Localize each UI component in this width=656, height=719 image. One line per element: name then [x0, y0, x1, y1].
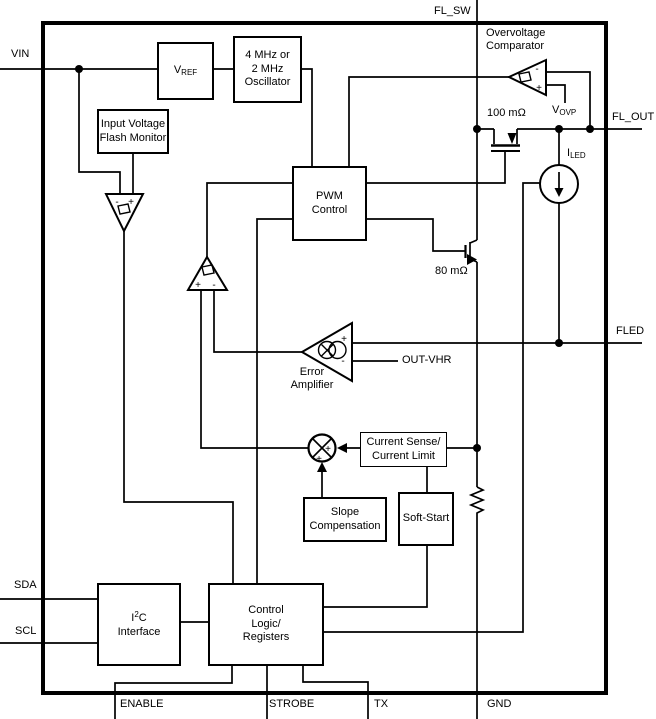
- junction-ov-sense: [586, 125, 594, 133]
- slope-compensation-block: Slope Compensation: [303, 497, 387, 542]
- error-amp-gm-cross: [321, 344, 334, 357]
- oscillator-label: 4 MHz or 2 MHz Oscillator: [244, 49, 291, 89]
- wire-ov-comparator-to-pwm: [348, 76, 509, 166]
- overvoltage-comparator-label: Overvoltage Comparator: [486, 27, 546, 52]
- junction-iled-top: [555, 125, 563, 133]
- pwm-comparator-triangle: [186, 255, 229, 291]
- wire-summing-to-pwm-comparator: [200, 290, 308, 449]
- pin-label-scl: SCL: [15, 625, 37, 637]
- control-logic-label: Control Logic/ Registers: [242, 604, 290, 644]
- wire-pwm-to-nmos-gate: [363, 218, 466, 252]
- pwm-comparator-hysteresis-icon: [201, 264, 215, 276]
- slope-comp-arrow-head: [317, 462, 327, 472]
- error-amp-plus: +: [341, 334, 347, 345]
- control-logic-block: Control Logic/ Registers: [208, 583, 324, 666]
- wire-tx: [302, 662, 369, 719]
- i2c-label: I2C Interface: [117, 610, 161, 638]
- slope-label: Slope Compensation: [309, 506, 381, 532]
- junction-iled-fled: [555, 339, 563, 347]
- flash-comparator-hysteresis-icon: [117, 203, 131, 215]
- soft-start-label: Soft-Start: [402, 512, 450, 525]
- vref-label: VREF: [173, 64, 198, 78]
- pin-label-vin: VIN: [11, 48, 30, 60]
- summing-plus-bottom: +: [316, 454, 322, 465]
- overvoltage-comparator-triangle: [506, 58, 547, 97]
- flash-comparator-minus: -: [115, 197, 118, 208]
- summing-node-cross: [311, 437, 333, 459]
- pwm-comparator-plus: +: [195, 280, 201, 291]
- wire-soft-start-to-control-logic: [320, 542, 428, 608]
- pwm-control-block: PWM Control: [292, 166, 367, 241]
- input-voltage-flash-monitor-block: Input Voltage Flash Monitor: [97, 109, 169, 154]
- wire-ov-comparator-plus-vovp: [546, 84, 566, 103]
- junction-vin: [75, 65, 83, 73]
- pin-label-sda: SDA: [14, 579, 37, 591]
- wire-control-logic-to-iled: [320, 182, 540, 633]
- wire-flash-comparator-to-control-logic: [123, 231, 234, 583]
- error-amp-gm-circle-left: [317, 340, 337, 360]
- soft-start-block: Soft-Start: [398, 492, 454, 546]
- error-amplifier-label: Error Amplifier: [290, 366, 334, 391]
- pwm-label: PWM Control: [311, 190, 348, 216]
- current-sense-label: Current Sense/ Current Limit: [366, 436, 441, 462]
- pin-label-tx: TX: [374, 698, 389, 710]
- wire-pwm-to-control-logic: [256, 218, 292, 583]
- pmos-100-arrow: [507, 133, 517, 144]
- pin-label-fled: FLED: [616, 325, 645, 337]
- ov-comparator-plus: +: [536, 83, 542, 94]
- pin-label-fl-out: FL_OUT: [612, 111, 655, 123]
- r100-label: 100 mΩ: [487, 107, 526, 119]
- wire-error-amp-to-pwm-comparator: [213, 290, 302, 353]
- wire-ov-comparator-minus-sense: [546, 71, 591, 129]
- oscillator-block: 4 MHz or 2 MHz Oscillator: [233, 36, 302, 103]
- pmos-100-leads: [493, 129, 518, 144]
- junction-flsw-flout: [473, 125, 481, 133]
- wire-vin-to-flash-comparator: [78, 69, 121, 194]
- pwm-comparator-minus: -: [212, 280, 215, 291]
- wire-pwm-comparator-to-pwm: [206, 182, 292, 257]
- i2c-interface-block: I2C Interface: [97, 583, 181, 666]
- error-amp-gm-circle-right: [328, 340, 347, 360]
- pin-label-fl-sw: FL_SW: [434, 5, 471, 17]
- summing-plus-right: +: [325, 444, 331, 455]
- pin-label-strobe: STROBE: [269, 698, 315, 710]
- pin-label-enable: ENABLE: [120, 698, 164, 710]
- chip-outline: [41, 21, 608, 695]
- error-amplifier-triangle: [300, 321, 353, 383]
- error-amp-minus: -: [341, 356, 344, 367]
- r80-label: 80 mΩ: [435, 265, 468, 277]
- pin-label-gnd: GND: [487, 698, 512, 710]
- vref-block: VREF: [157, 42, 214, 100]
- junction-current-sense-tap: [473, 444, 481, 452]
- vovp-label: VOVP: [552, 104, 577, 117]
- current-sense-block: Current Sense/ Current Limit: [360, 432, 447, 467]
- nmos-80-channel-leads: [469, 239, 478, 487]
- ov-comparator-minus: -: [535, 64, 538, 75]
- wire-enable: [114, 662, 233, 719]
- sense-resistor-and-gnd: [468, 486, 486, 719]
- wire-oscillator-to-pwm: [298, 68, 313, 166]
- iled-label: ILED: [567, 147, 586, 160]
- nmos-80-arrow: [467, 254, 477, 265]
- flash-comparator-plus: +: [128, 197, 134, 208]
- iled-arrow-head: [554, 188, 564, 197]
- flash-monitor-label: Input Voltage Flash Monitor: [99, 118, 167, 144]
- wire-pwm-to-pmos-gate: [363, 152, 506, 184]
- current-sense-arrow-head: [337, 443, 347, 453]
- ov-comparator-hysteresis-icon: [518, 71, 532, 83]
- out-vhr-label: OUT-VHR: [402, 354, 452, 366]
